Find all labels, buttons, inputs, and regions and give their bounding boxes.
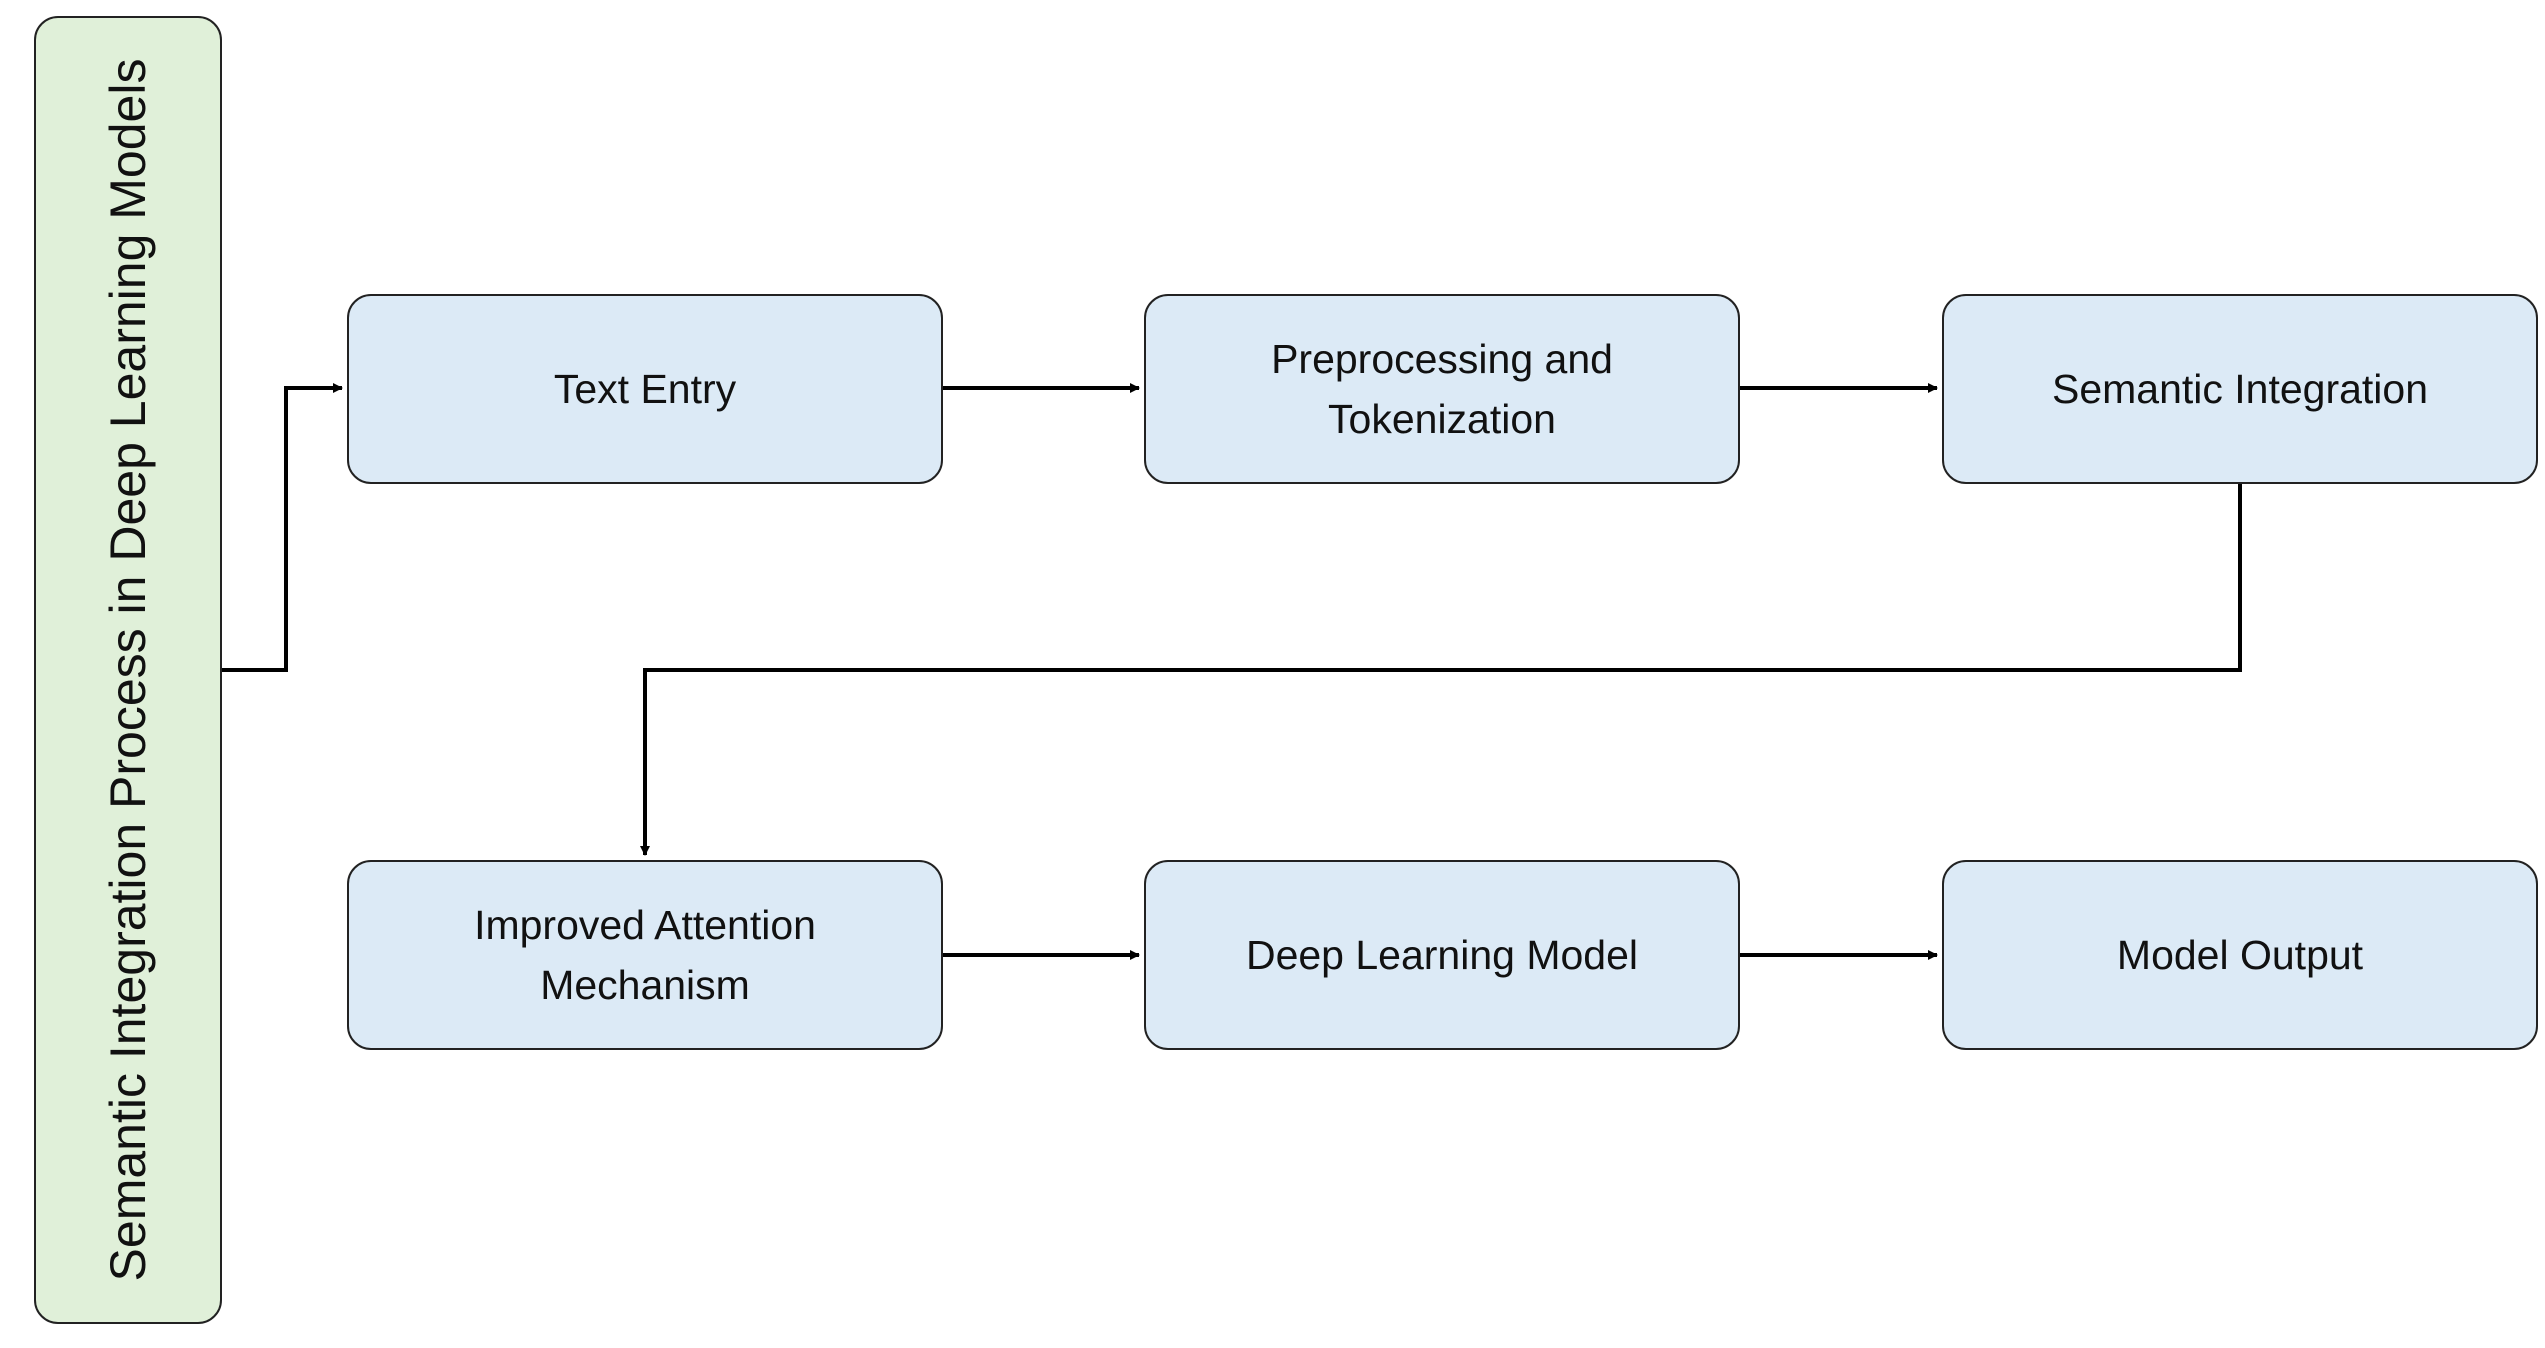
edge-semantic-to-attention: [640, 484, 2242, 856]
edge-side-to-text-entry: [222, 383, 343, 672]
node-deep-learning-model: Deep Learning Model: [1144, 860, 1740, 1050]
side-label-box: [34, 16, 222, 1324]
side-label-text: Semantic Integration Process in Deep Lea…: [100, 58, 156, 1282]
node-semantic-integration: Semantic Integration: [1942, 294, 2538, 484]
node-model-output: Model Output: [1942, 860, 2538, 1050]
node-text-entry: Text Entry: [347, 294, 943, 484]
node-improved-attention-mechanism: Improved Attention Mechanism: [347, 860, 943, 1050]
node-preprocessing-tokenization: Preprocessing and Tokenization: [1144, 294, 1740, 484]
